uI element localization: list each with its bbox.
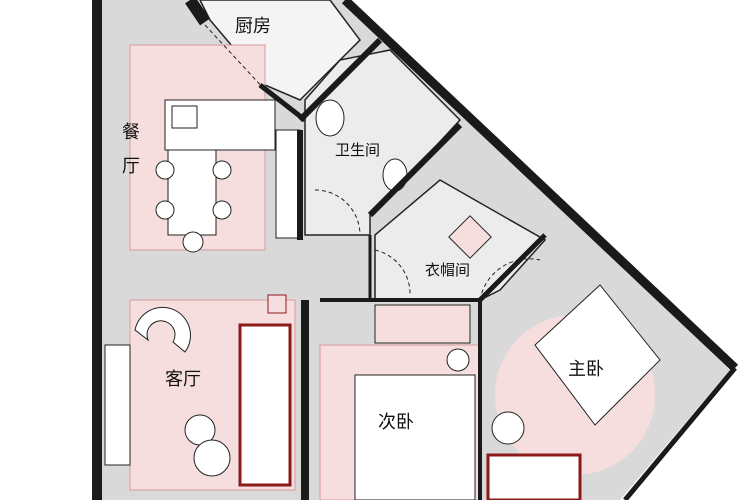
label-master-bedroom: 主卧 — [568, 359, 604, 380]
label-dining-2: 厅 — [122, 156, 140, 177]
master-stool — [491, 411, 525, 445]
nightstand — [446, 348, 470, 372]
dining-chairs — [155, 160, 232, 253]
label-dining-1: 餐 — [122, 122, 140, 143]
cabinet — [275, 129, 301, 239]
label-bathroom: 卫生间 — [335, 141, 380, 159]
side-table — [193, 439, 231, 477]
master-bed — [534, 284, 661, 426]
armchair — [134, 306, 191, 353]
tv-cabinet — [104, 344, 131, 466]
label-closet: 衣帽间 — [425, 261, 470, 279]
sofa — [238, 323, 292, 487]
kitchen-zone — [199, 0, 361, 101]
walls — [92, 0, 739, 500]
door-swings — [204, 24, 541, 301]
ottoman — [448, 215, 492, 259]
wardrobe — [374, 304, 471, 344]
dining-table — [167, 149, 217, 236]
basin — [315, 99, 345, 137]
label-living: 客厅 — [165, 369, 201, 390]
label-kitchen: 厨房 — [235, 16, 271, 37]
second-bed — [354, 374, 476, 500]
sink — [171, 105, 198, 129]
lamp — [267, 294, 287, 314]
label-second-bedroom: 次卧 — [378, 412, 414, 433]
master-sofa — [486, 453, 582, 500]
